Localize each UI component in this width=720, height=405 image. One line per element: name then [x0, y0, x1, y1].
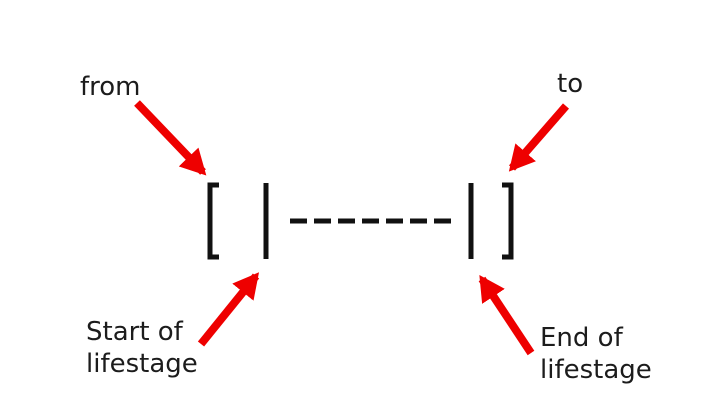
- start-label-line-1: Start of: [86, 317, 183, 347]
- start-arrow: [197, 272, 260, 347]
- start-label-line-2: lifestage: [86, 349, 198, 379]
- to-label: to: [557, 69, 584, 99]
- start-of-lifestage-label: Start of lifestage: [86, 316, 198, 380]
- right-bracket: [502, 182, 514, 260]
- end-label-line-1: End of: [540, 323, 623, 353]
- end-label-line-2: lifestage: [540, 355, 652, 385]
- end-arrow: [478, 274, 535, 356]
- to-arrow: [508, 103, 570, 172]
- from-label: from: [80, 72, 141, 102]
- left-bracket: [207, 182, 219, 260]
- end-of-lifestage-label: End of lifestage: [540, 322, 652, 386]
- from-arrow: [134, 100, 207, 176]
